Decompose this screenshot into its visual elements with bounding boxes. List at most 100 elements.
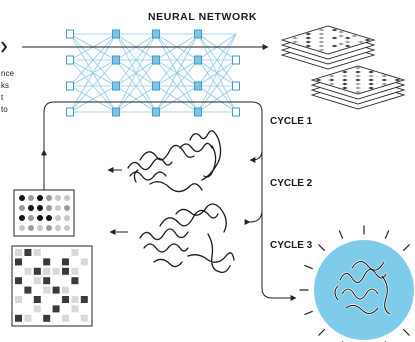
network-node [152,107,160,117]
map-cell [338,30,345,34]
cycle-2-label: CYCLE 2 [270,178,313,189]
map-cell [24,267,32,275]
map-cell [364,38,371,42]
map-cell [19,195,25,201]
side-text-1: nce [1,69,14,78]
network-node [194,55,202,65]
map-cell [64,225,70,231]
map-cell [43,267,51,275]
network-edge [197,33,237,87]
map-cell [37,215,43,221]
map-cell [368,70,375,74]
map-cell [46,215,52,221]
network-node [232,107,240,117]
map-cell [355,86,361,90]
map-cell [80,314,88,322]
sun-ray [402,328,410,336]
map-cell [28,215,34,221]
network-node [232,81,240,91]
map-cell [344,44,351,48]
network-edge [155,33,199,87]
map-cell [344,36,351,40]
map-cell [305,40,312,44]
network-node [194,29,202,39]
map-cell [62,258,69,266]
network-node [152,29,160,39]
map-cell [341,70,348,74]
map-cell [355,74,361,78]
network-node [232,55,240,65]
cycle-2-branch [249,150,263,225]
side-text-4: to [1,105,8,114]
map-cell [64,215,70,221]
map-cell [305,36,312,40]
map-cell [351,34,358,38]
map-cell [55,225,61,231]
map-cell [24,249,32,256]
map-cell [71,305,79,313]
map-cell [15,296,22,303]
map-cell [368,82,375,86]
map-cell [341,78,348,82]
network-title: NEURAL NETWORK [148,11,257,23]
contact-map-stack-top [280,25,376,70]
sun-ray [384,230,390,239]
side-text-2: ks [1,81,9,90]
network-node [66,29,74,39]
map-sheet [280,25,376,55]
map-cell [355,70,361,74]
network-node [152,55,160,65]
map-cell [52,286,60,294]
map-cell [331,36,338,40]
network-node [194,81,202,91]
network-edge [115,85,157,113]
map-cell [46,225,52,231]
map-cell [328,78,335,82]
network-node [66,81,74,91]
map-cell [305,44,312,48]
network-node [112,29,120,39]
network-edge [69,33,117,87]
map-cell [43,286,51,294]
map-cell [19,215,25,221]
network-edge [197,59,237,113]
network-edge [115,59,157,113]
map-cell [331,44,338,48]
sun-ray [338,230,344,239]
contact-map-stack-bottom [310,65,406,110]
network-node [66,107,74,117]
map-cell [71,267,79,275]
map-cell [355,66,361,70]
map-cell [64,195,70,201]
network-node [112,107,120,117]
map-cell [318,44,325,48]
contact-map-small [13,189,75,237]
map-cell [19,225,25,231]
map-cell [62,286,69,294]
map-cell [64,205,70,211]
map-cell [55,205,61,211]
map-cell [33,267,41,275]
network-node [152,81,160,91]
map-cell [318,48,325,52]
map-cell [355,78,361,82]
network-edge [155,59,199,113]
network-node [112,81,120,91]
map-cell [338,34,345,38]
network-nodes [66,29,240,117]
network-edges [69,33,237,113]
map-frame [11,245,93,327]
sun-ray [318,328,326,336]
map-cell [46,195,52,201]
sun-ray [304,310,313,316]
network-node [194,107,202,117]
map-cell [315,78,322,82]
map-cell [368,78,375,82]
map-cell [62,314,69,322]
map-cell [71,277,79,285]
map-cell [71,296,79,303]
map-cell [368,74,375,78]
map-cell [24,314,32,322]
map-cell [43,277,51,285]
map-cell [381,82,388,86]
